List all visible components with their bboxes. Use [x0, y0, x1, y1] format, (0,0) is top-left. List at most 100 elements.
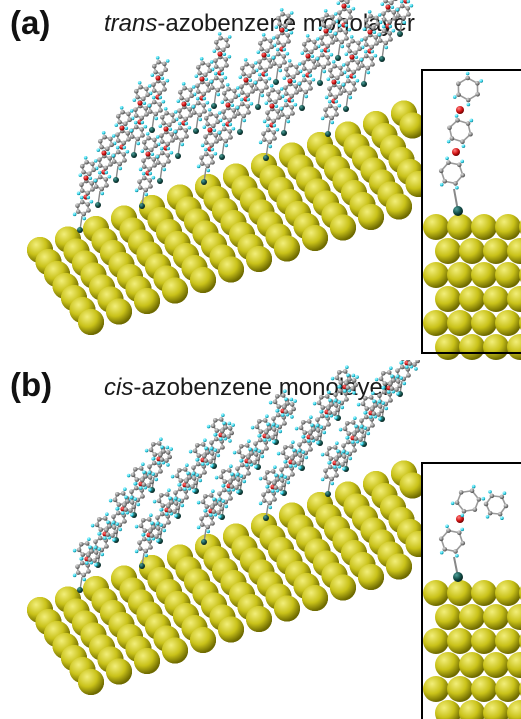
panel-a-trans-monolayer: (a) trans-azobenzene monolayer: [10, 0, 521, 360]
azobenzene-molecule: [134, 513, 163, 569]
azobenzene-molecule: [144, 55, 170, 133]
gold-atom: [447, 676, 473, 702]
azobenzene-molecule: [294, 33, 320, 111]
gold-atom: [78, 309, 104, 335]
gold-atom: [246, 606, 272, 632]
gold-atom: [459, 286, 485, 312]
gold-atom: [423, 262, 449, 288]
azobenzene-molecule: [188, 438, 217, 494]
azobenzene-molecule: [338, 34, 364, 112]
gold-atom: [330, 214, 356, 241]
gold-atom: [106, 298, 132, 325]
azobenzene-molecule: [356, 391, 385, 447]
gold-atom: [471, 214, 497, 240]
gold-atom: [399, 472, 426, 499]
gold-atom: [495, 580, 521, 606]
azobenzene-molecule: [312, 8, 338, 86]
gold-atom: [399, 112, 426, 139]
gold-atom: [495, 214, 521, 240]
gold-atom: [459, 238, 485, 264]
gold-atom: [423, 628, 449, 654]
azobenzene-molecule: [232, 57, 258, 135]
gold-atom: [447, 310, 473, 336]
gold-atom: [435, 334, 461, 360]
gold-atom: [358, 204, 384, 230]
gold-atom: [78, 669, 104, 695]
gold-atom: [495, 262, 521, 288]
azobenzene-molecule: [170, 81, 196, 159]
azobenzene-molecule: [214, 82, 240, 160]
gold-atom: [471, 310, 497, 336]
gold-atom: [106, 658, 132, 685]
gold-atom: [386, 193, 412, 220]
azobenzene-molecule: [72, 155, 98, 233]
gold-atom: [483, 652, 509, 678]
azobenzene-molecule: [170, 463, 199, 519]
gold-atom: [471, 676, 497, 702]
gold-atom: [423, 310, 449, 336]
azobenzene-molecule: [438, 71, 484, 216]
azobenzene-molecule: [276, 440, 305, 496]
gold-surface: [27, 100, 432, 335]
gold-atom: [471, 628, 497, 654]
azobenzene-molecule: [258, 465, 287, 521]
gold-atom: [162, 277, 188, 304]
panel-a-label: (a): [10, 4, 51, 41]
panel-b-illustration: [27, 360, 521, 719]
gold-atom: [483, 700, 509, 719]
azobenzene-molecule: [258, 83, 284, 161]
azobenzene-molecule: [392, 0, 414, 37]
panel-b-cis-monolayer: (b) cis-azobenzene monolayer: [0, 360, 521, 719]
azobenzene-molecule: [250, 414, 279, 470]
gold-atom: [495, 628, 521, 654]
gold-atom: [302, 585, 328, 611]
gold-atom: [423, 214, 449, 240]
inset-side-view: [421, 69, 521, 360]
gold-atom: [134, 288, 160, 314]
inset-frame: [421, 462, 521, 719]
gold-atom: [423, 676, 449, 702]
gold-atom: [274, 595, 300, 622]
gold-atom: [459, 604, 485, 630]
inset-frame: [421, 69, 521, 354]
gold-atom: [483, 604, 509, 630]
azobenzene-molecule: [134, 131, 160, 209]
gold-atom: [507, 286, 521, 312]
gold-atom: [459, 652, 485, 678]
gold-atom: [246, 246, 272, 272]
gold-atom: [459, 334, 485, 360]
gold-atom: [435, 286, 461, 312]
azobenzene-molecule: [438, 484, 509, 582]
azobenzene-molecule: [196, 489, 225, 545]
gold-atom: [507, 604, 521, 630]
gold-atom: [471, 580, 497, 606]
azobenzene-molecule: [330, 0, 356, 61]
panel-b-label: (b): [10, 366, 53, 403]
azobenzene-molecule: [196, 107, 222, 185]
gold-atom: [507, 700, 521, 719]
gold-atom: [435, 238, 461, 264]
gold-atom: [358, 564, 384, 590]
gold-atom: [507, 652, 521, 678]
azobenzene-molecule: [268, 389, 297, 445]
azobenzene-molecule: [144, 437, 173, 493]
gold-atom: [190, 267, 216, 293]
azobenzene-molecule: [374, 0, 400, 62]
azobenzene-molecule: [206, 31, 232, 109]
gold-atom: [483, 286, 509, 312]
azobenzene-molecule: [188, 56, 214, 134]
gold-atom: [162, 637, 188, 664]
gold-atom: [495, 676, 521, 702]
gold-atom: [330, 574, 356, 601]
gold-atom: [435, 700, 461, 719]
gold-atom: [435, 604, 461, 630]
gold-atom: [459, 700, 485, 719]
gold-atom: [218, 616, 244, 643]
azobenzene-molecule: [72, 537, 101, 593]
azobenzene-molecule: [320, 59, 346, 137]
gold-atom: [447, 262, 473, 288]
gold-atom: [134, 648, 160, 674]
gold-atom: [274, 235, 300, 262]
gold-atom: [483, 238, 509, 264]
gold-atom: [507, 238, 521, 264]
